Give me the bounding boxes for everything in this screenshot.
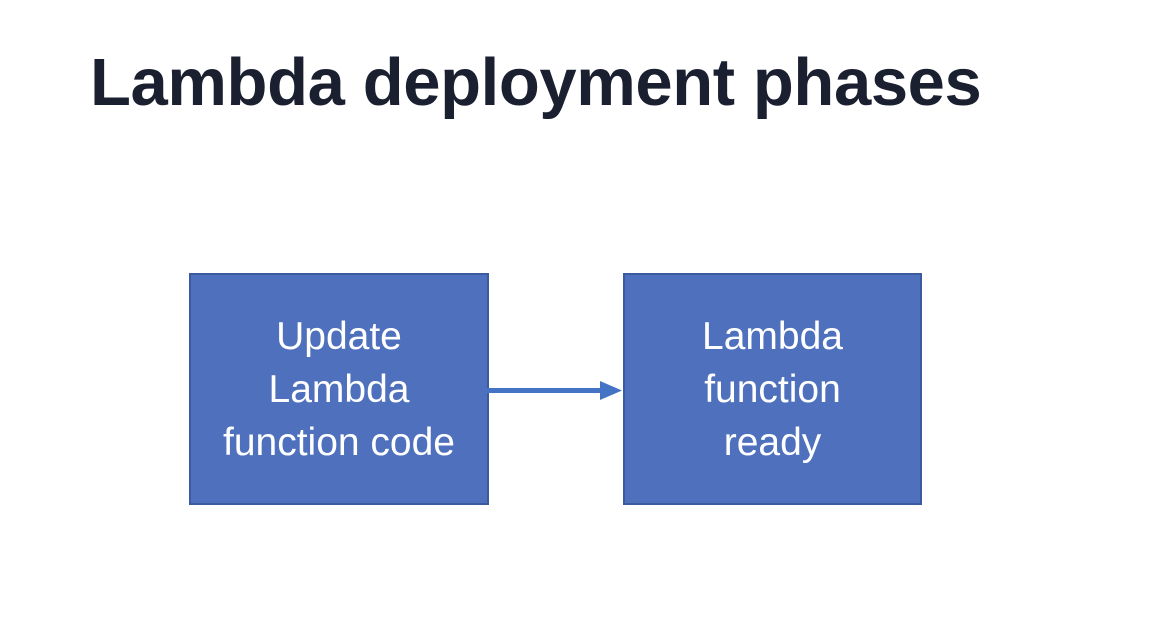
flow-node-update-code[interactable]: Update Lambda function code: [189, 273, 489, 505]
flow-node-function-ready[interactable]: Lambda function ready: [623, 273, 922, 505]
page-title: Lambda deployment phases: [90, 45, 982, 120]
connector-arrowhead-icon: [600, 381, 622, 400]
flow-node-function-ready-label: Lambda function ready: [702, 314, 843, 464]
flow-node-update-code-label: Update Lambda function code: [222, 314, 455, 464]
connector-arrow-update-code-to-function-ready[interactable]: [487, 375, 625, 407]
